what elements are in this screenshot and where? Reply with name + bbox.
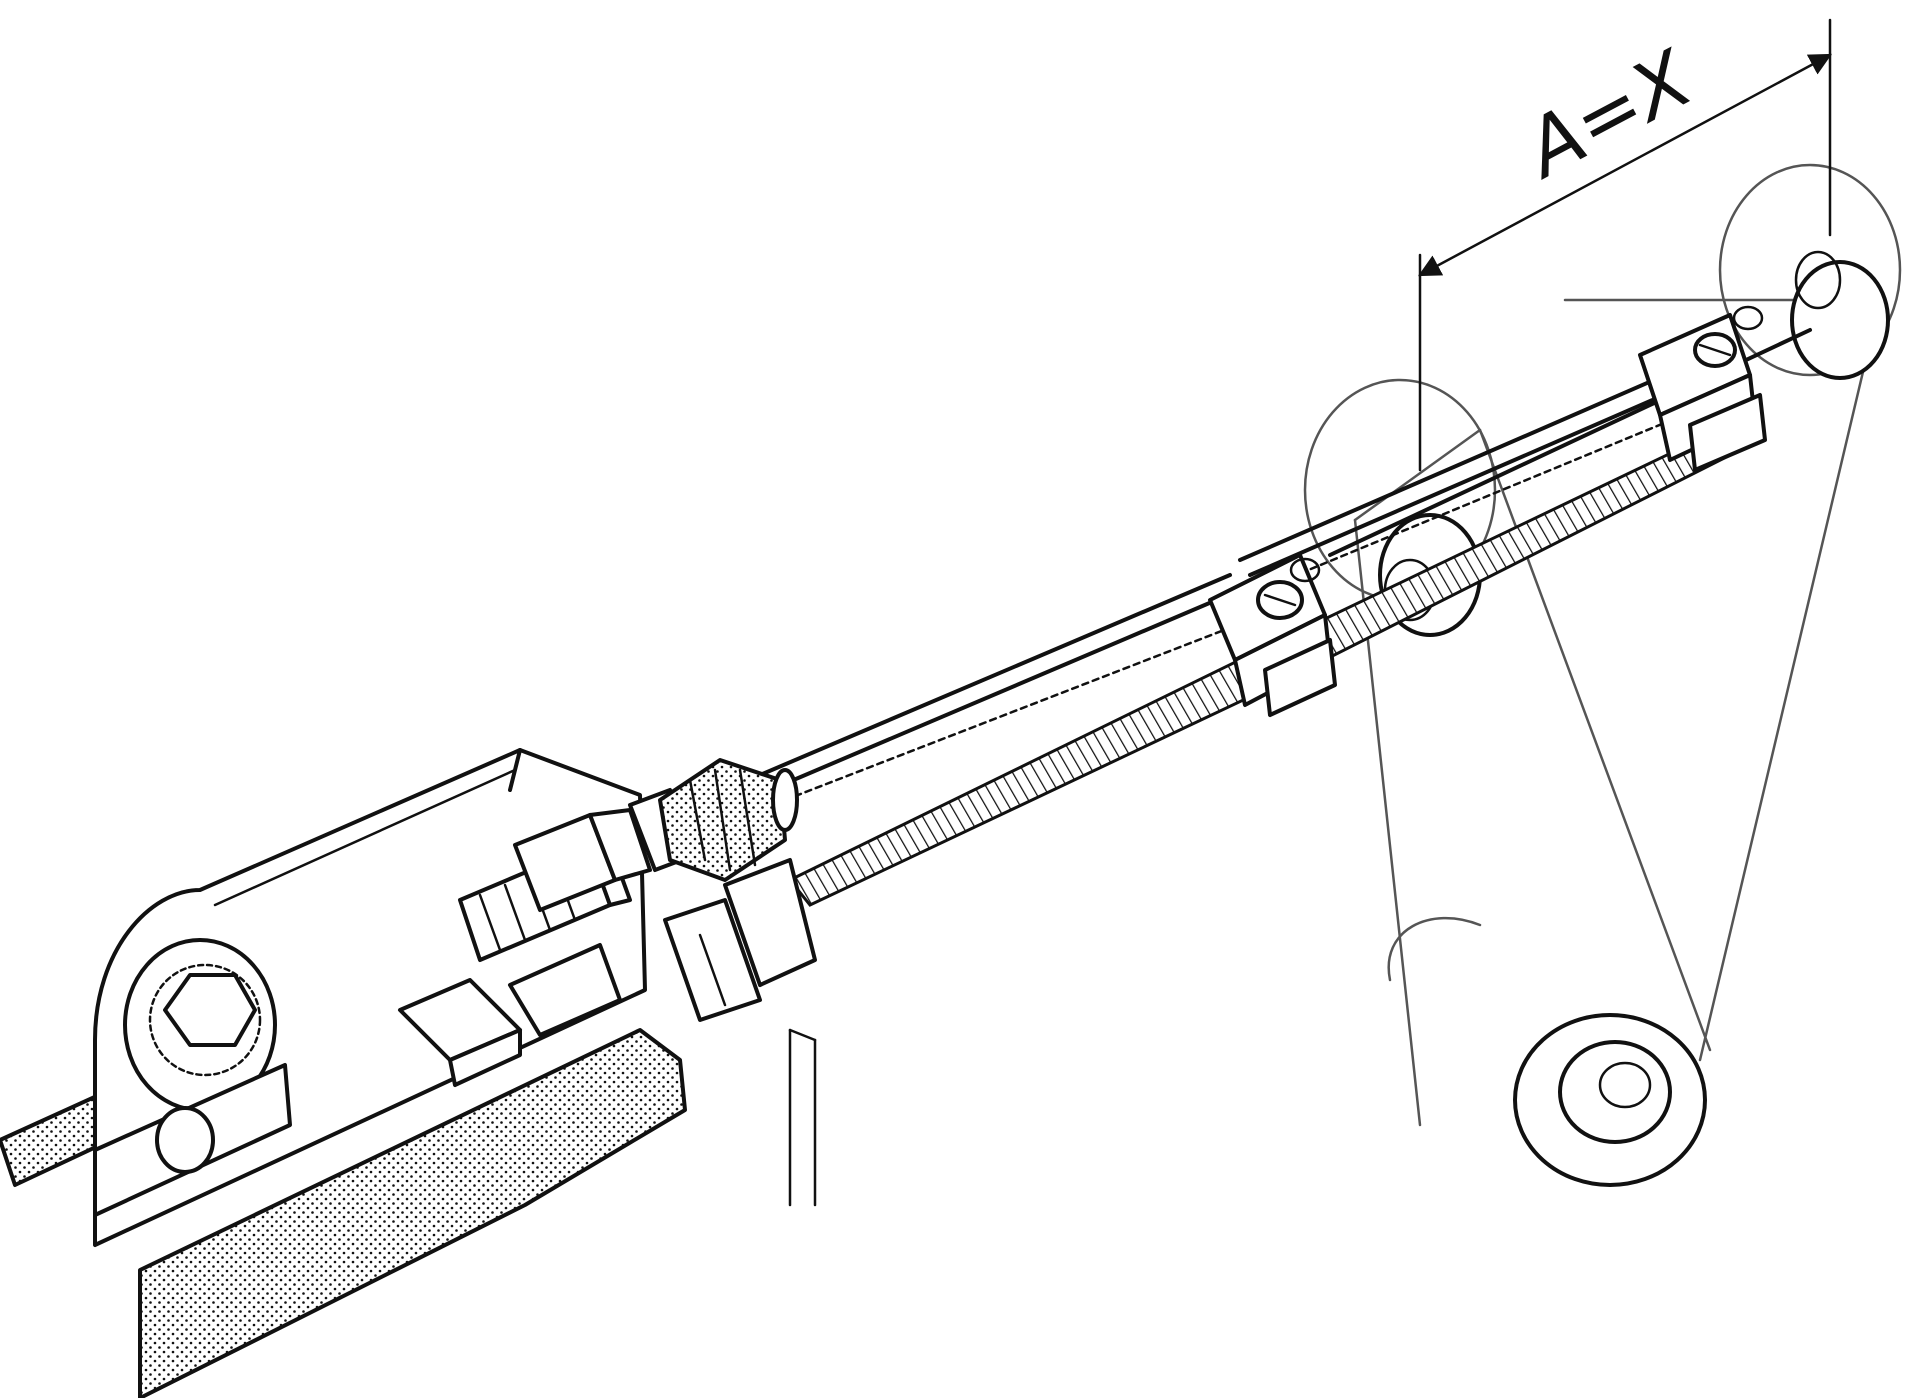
pulley-far [1718, 163, 1902, 380]
housing-panel [788, 1028, 817, 1207]
cable-clamp-near [1208, 553, 1337, 717]
guide-block [398, 858, 817, 1087]
bracket-nut [163, 973, 257, 1047]
mounting-strap [138, 1028, 687, 1398]
cable-run [758, 328, 1812, 907]
threaded-adjuster [458, 788, 697, 962]
lever-arm [1353, 298, 1882, 1187]
cable-clamp-far [1638, 305, 1767, 472]
mounting-bracket [93, 748, 647, 1247]
lever-pivot-bolt [1558, 1040, 1672, 1144]
dimension-annotation: A=X [1418, 18, 1832, 472]
bracket-mount-hole [155, 1106, 215, 1174]
dimension-label: A=X [1507, 34, 1707, 197]
rubber-boot [658, 758, 799, 882]
